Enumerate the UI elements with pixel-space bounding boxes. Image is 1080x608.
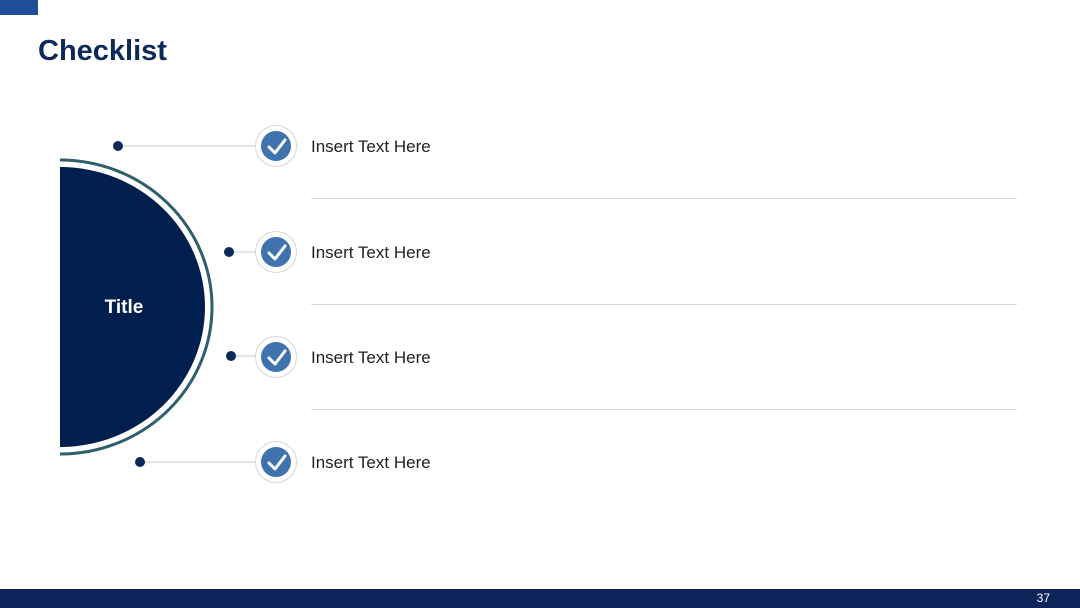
check-icon xyxy=(255,441,297,483)
checklist-item-text: Insert Text Here xyxy=(311,348,431,367)
semicircle xyxy=(60,167,205,447)
checklist-item-text: Insert Text Here xyxy=(311,243,431,262)
connector-dot xyxy=(224,247,234,257)
check-icon xyxy=(255,125,297,167)
check-icon xyxy=(255,231,297,273)
connector-dot xyxy=(226,351,236,361)
corner-accent xyxy=(0,0,38,15)
page-title: Checklist xyxy=(38,35,167,67)
page-number: 37 xyxy=(1036,591,1050,605)
check-icon xyxy=(255,336,297,378)
row-divider xyxy=(311,304,1017,305)
row-divider xyxy=(311,409,1017,410)
checklist-item-text: Insert Text Here xyxy=(311,137,431,156)
connector-dot xyxy=(135,457,145,467)
footer-bar: 37 xyxy=(0,589,1080,608)
row-divider xyxy=(311,198,1017,199)
connector-dot xyxy=(113,141,123,151)
semicircle-ring xyxy=(59,158,214,456)
center-title: Title xyxy=(104,297,144,318)
checklist-item-text: Insert Text Here xyxy=(311,453,431,472)
